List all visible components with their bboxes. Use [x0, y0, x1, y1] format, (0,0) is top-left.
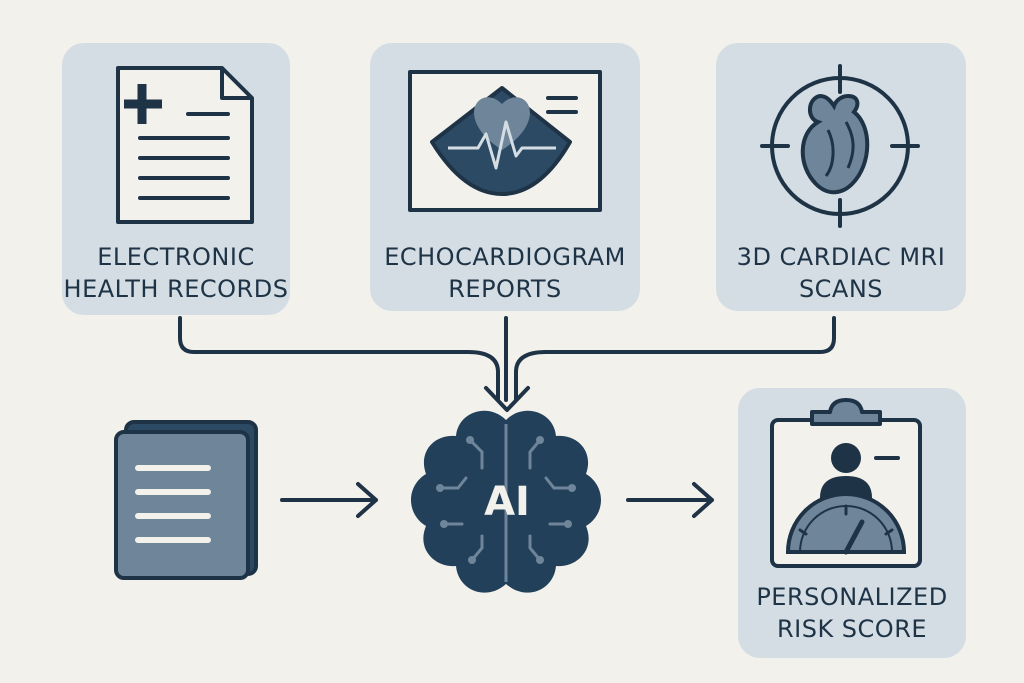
document-stack-icon — [114, 420, 258, 580]
ai-brain-icon — [411, 410, 601, 593]
flow-arrows — [280, 482, 714, 518]
risk-clipboard-icon — [770, 398, 922, 568]
arrow-ai-to-output — [626, 482, 714, 518]
connector-ehr — [178, 316, 500, 402]
ai-label: AI — [484, 479, 530, 525]
source-label-mri: 3D Cardiac MRI Scans — [736, 243, 946, 303]
connector-arrowhead — [484, 386, 530, 412]
arrow-input-to-ai — [280, 482, 378, 518]
merge-connectors — [178, 316, 836, 412]
output-label: Personalized Risk Score — [756, 583, 948, 643]
health-record-icon — [116, 66, 254, 224]
source-label-echo: Echocardiogram Reports — [384, 243, 626, 303]
heart-target-icon — [760, 64, 920, 228]
connector-mri — [514, 316, 836, 402]
ultrasound-monitor-icon — [408, 70, 602, 212]
source-label-ehr: Electronic Health Records — [63, 243, 289, 303]
